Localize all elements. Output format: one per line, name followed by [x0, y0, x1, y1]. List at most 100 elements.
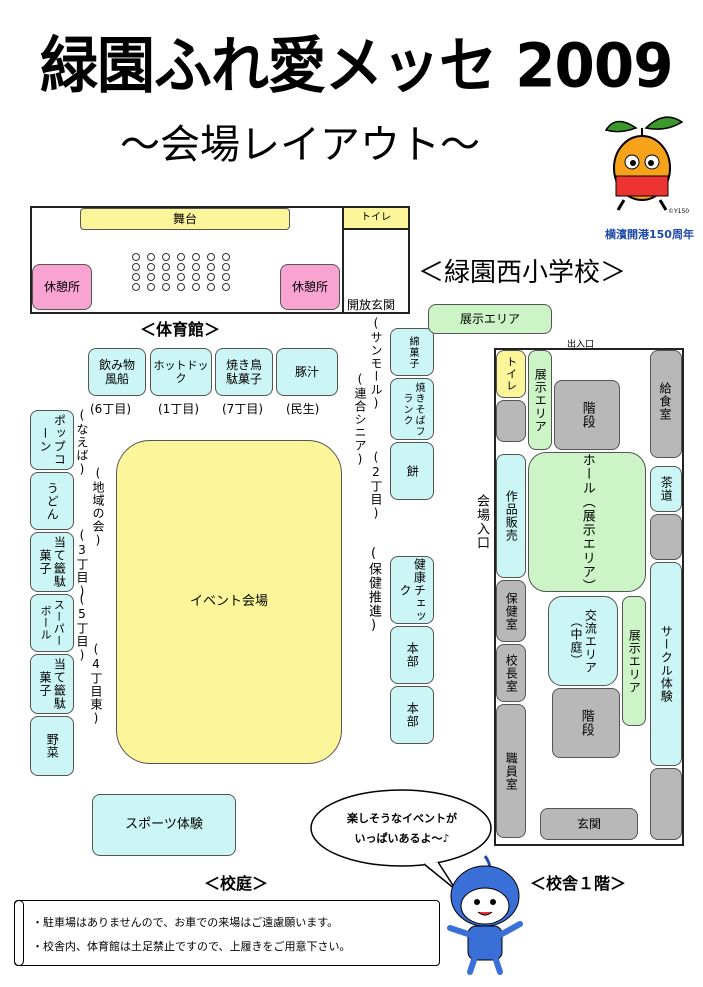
group-chiiki: (地域の会) — [91, 466, 105, 548]
bubble-text-2: いっぱいあるよ〜♪ — [354, 832, 450, 845]
art-sales: 作品販売 — [496, 454, 526, 578]
venue-entrance: 会場入口 — [474, 494, 489, 550]
seat-dot — [222, 273, 230, 281]
seat-dot — [207, 253, 215, 261]
event-area: イベント会場 — [116, 440, 342, 764]
seat-dot — [147, 283, 155, 291]
stall-cotton-candy: 綿菓子 — [390, 328, 434, 376]
rest-area-right: 休憩所 — [280, 264, 340, 310]
stall-superball: スーパーボール — [30, 594, 74, 652]
stairs-2: 階段 — [552, 688, 620, 758]
exhibit-area-v1: 展示エリア — [528, 350, 552, 450]
seat-dot — [192, 253, 200, 261]
room-gray-1 — [496, 400, 526, 442]
seat-dot — [222, 283, 230, 291]
stage: 舞台 — [80, 208, 290, 230]
group-hoken: (保健推進) — [366, 546, 381, 634]
rest-area-left: 休憩所 — [32, 264, 92, 310]
group-6chome: (6丁目) — [90, 402, 131, 416]
seat-dot — [162, 273, 170, 281]
exchange-area: 交流エリア（中庭） — [548, 596, 618, 686]
seat-dot — [147, 263, 155, 271]
seat-dot — [132, 263, 140, 271]
seat-dot — [177, 253, 185, 261]
group-7chome: (7丁目) — [222, 402, 263, 416]
anniversary-text: 横濱開港150周年 — [605, 228, 694, 241]
group-senior: (連合シニア) — [353, 372, 367, 467]
gym-divider — [342, 206, 344, 314]
stall-lottery-1: 当て籤駄菓子 — [30, 532, 74, 592]
group-minsei: (民生) — [286, 402, 320, 416]
circle-experience: サークル体験 — [650, 562, 682, 766]
group-3chome: (3丁目) — [75, 528, 89, 599]
group-1chome: (1丁目) — [158, 402, 199, 416]
stall-tonjiru: 豚汁 — [276, 348, 338, 396]
seat-dot — [177, 283, 185, 291]
tea-ceremony: 茶道 — [650, 466, 682, 512]
staff-room: 職員室 — [496, 704, 526, 838]
group-4chome-east: (4丁目東) — [89, 642, 103, 726]
seat-dot — [162, 263, 170, 271]
page-subtitle: 〜会場レイアウト〜 — [120, 122, 480, 168]
page-title: 緑園ふれ愛メッセ 2009 — [40, 29, 674, 101]
seat-dot — [132, 273, 140, 281]
kitchen-box — [650, 350, 682, 458]
gym-entrance: 開放玄関 — [347, 298, 396, 312]
seat-dot — [207, 273, 215, 281]
stairs-1: 階段 — [554, 380, 620, 450]
notes-scroll — [14, 900, 440, 966]
principal-room: 校長室 — [496, 644, 526, 702]
group-5chome: (5丁目) — [75, 592, 89, 663]
seat-dot — [162, 253, 170, 261]
note-shoes: ・校舎内、体育館は土足禁止ですので、上履きをご用意下さい。 — [32, 940, 351, 953]
scroll-roll-left — [14, 900, 24, 966]
seat-dot — [177, 273, 185, 281]
seat-dot — [132, 283, 140, 291]
group-2chome: (2丁目) — [369, 450, 383, 521]
school-floor-label: ＜校舎１階＞ — [530, 874, 627, 893]
room-gray-3 — [650, 768, 682, 840]
stall-drinks: 飲み物 風船 — [88, 348, 146, 396]
headquarters-2: 本部 — [390, 686, 434, 744]
mascot-character-icon — [447, 855, 523, 975]
seat-dot — [207, 263, 215, 271]
gym-label: ＜体育館＞ — [140, 320, 221, 339]
gym-toilet-divider — [342, 228, 410, 230]
stall-yakitori: 焼き鳥 駄菓子 — [215, 348, 273, 396]
headquarters-1: 本部 — [390, 626, 434, 684]
bubble-text-1: 楽しそうなイベントが — [347, 812, 457, 825]
hall: ホール（展示エリア） — [528, 452, 646, 593]
stall-mochi: 餅 — [390, 442, 434, 500]
foyer: 玄関 — [540, 808, 638, 840]
seat-dot — [192, 263, 200, 271]
seat-dot — [177, 263, 185, 271]
seat-dot — [162, 283, 170, 291]
school-outline — [494, 348, 684, 846]
seat-dot — [147, 253, 155, 261]
exhibit-area-v2: 展示エリア — [622, 596, 646, 726]
gym-toilet: トイレ — [344, 208, 408, 228]
stall-popcorn: ポップコーン — [30, 410, 74, 470]
gym-outline — [30, 206, 410, 314]
speech-bubble-icon — [310, 789, 492, 891]
seating-dots — [132, 253, 242, 293]
kitchen: 給食室 — [658, 382, 672, 421]
stall-yakisoba: 焼きそばフランク — [390, 378, 434, 440]
school-name: ＜緑園西小学校＞ — [418, 258, 627, 288]
seat-dot — [222, 263, 230, 271]
health-room: 保健室 — [496, 580, 526, 642]
room-gray-2 — [650, 514, 682, 560]
seat-dot — [222, 253, 230, 261]
seat-dot — [147, 273, 155, 281]
seat-dot — [207, 283, 215, 291]
exit-label: 出入口 — [567, 340, 595, 350]
stall-vegetables: 野菜 — [30, 716, 74, 776]
sports-experience: スポーツ体験 — [92, 794, 236, 856]
seat-dot — [192, 273, 200, 281]
health-check: 健康チェック — [390, 556, 434, 624]
note-parking: ・駐車場はありませんので、お車での来場はご遠慮願います。 — [32, 916, 339, 929]
group-sunmall: (サンモール) — [369, 316, 383, 411]
seat-dot — [192, 283, 200, 291]
y150-mascot-icon — [604, 116, 684, 211]
copyright-text: ©Y150 — [668, 208, 690, 215]
